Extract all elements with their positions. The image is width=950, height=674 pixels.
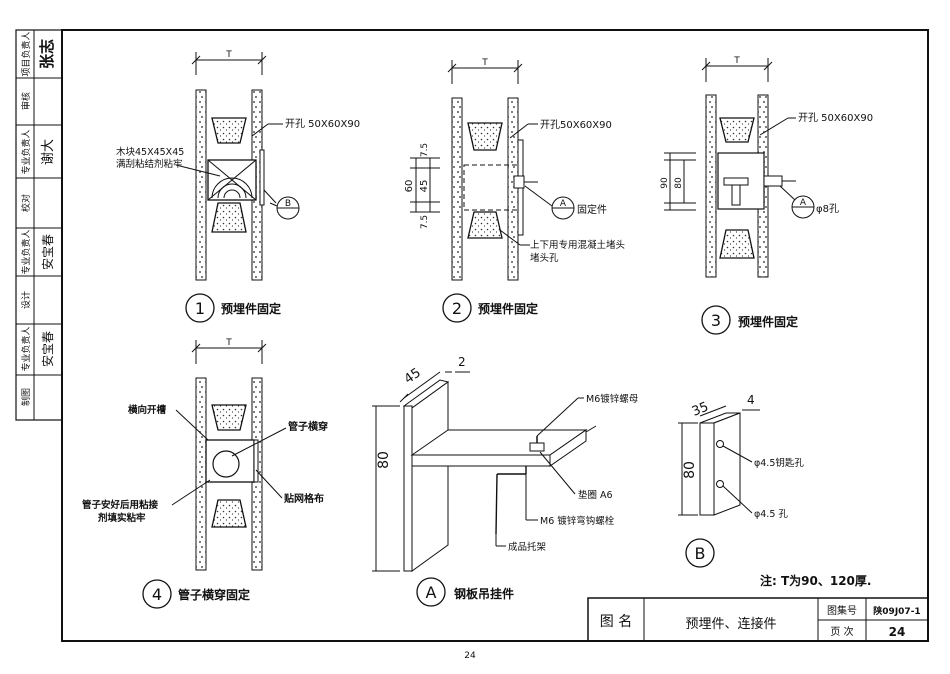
drawing-note: 注: T为90、120厚. [760,573,871,588]
title-block-page-label: 页 次 [830,625,853,638]
title-block-page-no: 24 [889,625,906,639]
detail2-callout: A [560,199,567,209]
side-label-1: 审核 [20,92,32,110]
side-label-4: 专业负责人 [20,229,32,274]
detail3-num: 3 [711,311,721,330]
detail3-dim-80: 80 [674,177,684,189]
detailB-dim-35: 35 [690,400,711,420]
title-block-atlas-label: 图集号 [827,604,857,617]
detail2-title: 预埋件固定 [478,301,538,316]
detail3-label-hole: 开孔 50X60X90 [798,112,873,124]
detail2-dim-60: 60 [404,180,415,193]
detail4-label-mesh: 贴网格布 [283,492,324,505]
detail-b: 35 4 80 φ4.5钥匙孔 φ4.5 孔 B [678,393,804,568]
page-footer: 24 [464,651,476,661]
detail4-label-fill-2: 剂填实粘牢 [97,512,146,524]
detail3-dim-90: 90 [660,177,670,189]
detailA-label-nut: M6镀锌螺母 [586,393,638,405]
side-signature-0: 张志 [38,39,56,69]
detail-3: T 90 80 开孔 50X60X90 A φ8孔 3 预埋件固定 [660,56,873,335]
detail3-dim-t: T [733,56,740,66]
side-label-3: 校对 [20,194,32,212]
detailA-dim-45: 45 [402,365,424,387]
detailA-label-bracket: 成品托架 [508,541,547,553]
detail4-label-pipe: 管子横穿 [288,420,328,433]
side-label-5: 设计 [20,291,32,309]
detailA-label-washer: 垫圈 A6 [578,489,613,501]
detailB-dim-80: 80 [682,461,698,479]
detail1-dim-t: T [225,50,232,60]
side-signature-6: 安宝春 [40,331,55,367]
detail-1: T 开孔 50X60X90 木块45X45X45 满刮粘结剂粘牢 B 1 预埋件… [116,50,360,323]
detailA-num: A [426,583,437,602]
title-block: 图 名 预埋件、连接件 图集号 陕09J07-1 页 次 24 [587,597,929,642]
detail2-num: 2 [452,299,462,318]
detail3-callout: A [800,198,807,208]
detail-2: T 60 45 7.5 7.5 开孔50X60X90 A 固定件 上下用专用混凝… [404,58,625,323]
detailA-title: 钢板吊挂件 [454,586,514,601]
detail1-num: 1 [195,299,205,318]
detail1-callout: B [285,199,291,209]
detailB-label-hole: φ4.5 孔 [754,509,788,520]
side-signature-4: 安宝春 [40,234,55,270]
detailB-label-keyhole: φ4.5钥匙孔 [754,457,804,469]
title-block-atlas-no: 陕09J07-1 [873,605,920,617]
detail1-title: 预埋件固定 [221,301,281,316]
detail-a: 45 2 80 M6镀锌螺母 垫圈 A6 M6 镀锌弯钩螺栓 成品托架 A 钢板… [372,355,638,607]
detail2-label-plug-1: 上下用专用混凝土堵头 [530,239,625,251]
side-signature-2: 谢大 [40,139,56,165]
detailB-num: B [695,544,706,563]
detail2-callout-text: 固定件 [577,203,607,216]
detail1-label-wood-2: 满刮粘结剂粘牢 [116,158,183,170]
detail2-label-hole: 开孔50X60X90 [540,119,612,131]
detailB-dim-4: 4 [747,393,755,407]
detail4-label-fill-1: 管子安好后用粘接 [82,499,159,511]
detail-4: T 横向开槽 管子横穿 贴网格布 管子安好后用粘接 剂填实粘牢 4 管子横穿固定 [82,338,328,609]
detailA-label-bolt: M6 镀锌弯钩螺栓 [540,515,615,527]
detail3-callout-text: φ8孔 [816,203,839,215]
detail2-label-plug-2: 堵头孔 [530,252,559,264]
detailA-dim-2: 2 [458,355,466,369]
detail3-title: 预埋件固定 [738,314,798,329]
detail2-dim-bot: 7.5 [420,215,430,229]
detail4-label-groove: 横向开槽 [128,404,167,416]
detail4-title: 管子横穿固定 [178,587,250,602]
detail2-dim-45: 45 [419,180,430,193]
detail2-dim-t: T [481,58,488,68]
side-label-7: 制图 [20,388,32,406]
side-label-2: 专业负责人 [20,129,32,174]
detail4-dim-t: T [225,338,232,348]
detail4-num: 4 [152,585,162,604]
detail1-label-hole: 开孔 50X60X90 [285,118,360,130]
detail1-label-wood-1: 木块45X45X45 [116,146,184,158]
detail2-dim-top: 7.5 [420,143,430,157]
side-label-0: 项目负责人 [20,31,32,76]
side-strip: 项目负责人 张志 审核 专业负责人 谢大 校对 专业负责人 安宝春 设计 专业负… [15,29,63,421]
side-label-6: 专业负责人 [20,326,32,371]
detailA-dim-80: 80 [376,451,392,469]
title-block-name: 预埋件、连接件 [685,616,776,632]
title-block-name-label: 图 名 [600,614,632,630]
